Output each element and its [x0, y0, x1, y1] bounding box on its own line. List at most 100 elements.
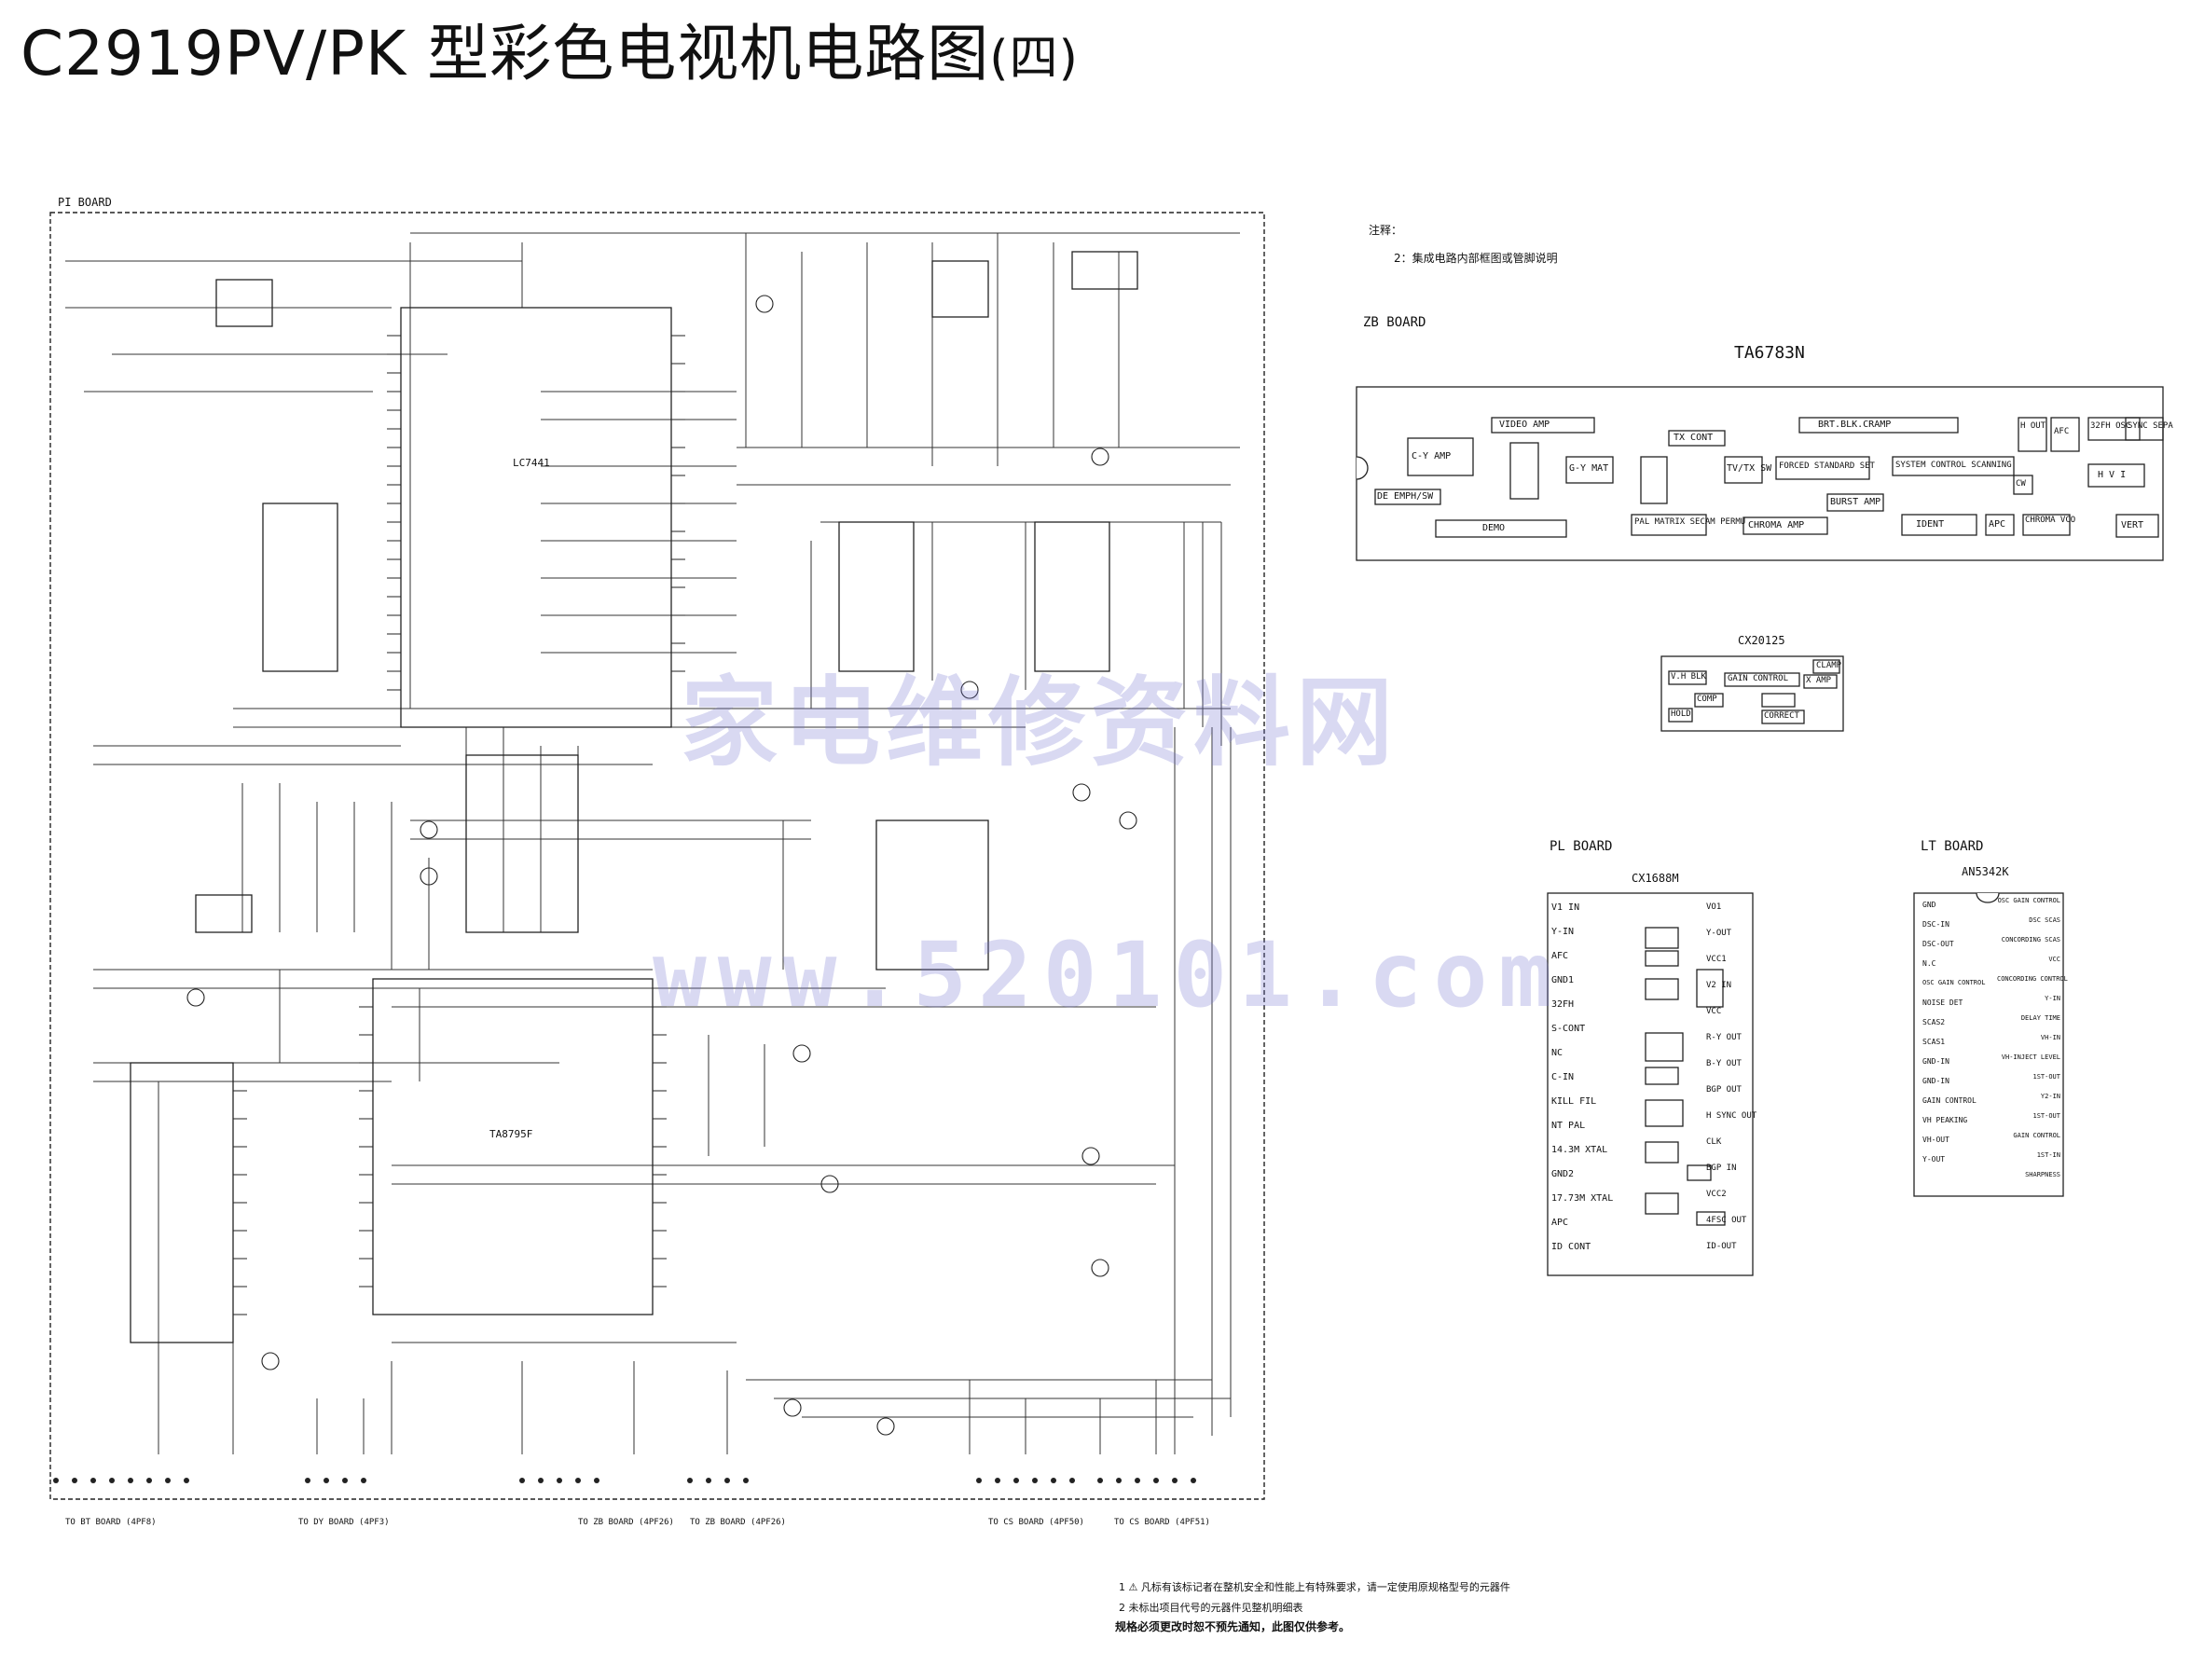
cx1688m-pin-r10: CLK: [1706, 1137, 1722, 1147]
footnote-1: 1 ⚠ 凡标有该标记者在整机安全和性能上有特殊要求，请一定使用原规格型号的元器件: [1119, 1581, 1510, 1593]
pi-board-frame: [49, 212, 1265, 1500]
footnote-2: 2 未标出项目代号的元器件见整机明细表: [1119, 1602, 1303, 1614]
an5342k-diagram: [1913, 892, 2064, 1197]
an5342k-pin-r14: 1ST-IN: [2036, 1151, 2060, 1159]
ta6783n-block-cw: CW: [2016, 479, 2026, 489]
an5342k-pin-r2: DSC SCAS: [2029, 916, 2060, 924]
cx1688m-pin-r9: H SYNC OUT: [1706, 1111, 1757, 1121]
an5342k-left-pins: GND DSC-IN DSC-OUT N.C OSC GAIN CONTROL …: [1922, 901, 1988, 1175]
cx1688m-pin-r7: B-Y OUT: [1706, 1059, 1742, 1068]
cx20125-block-comp-1: COMP: [1697, 695, 1717, 704]
an5342k-pin-l9: GND-IN: [1922, 1057, 1949, 1066]
ta6783n-block-tx-cont: TX CONT: [1674, 433, 1714, 443]
watermark-cn: 家电维修资料网: [681, 666, 1399, 779]
ta6783n-label: TA6783N: [1734, 343, 1805, 363]
cx1688m-pin-l15: ID CONT: [1551, 1242, 1591, 1252]
ta6783n-block-brt-blk: BRT.BLK.CRAMP: [1818, 420, 1892, 430]
connector-label-dy: TO DY BOARD (4PF3): [298, 1518, 390, 1527]
cx1688m-pin-r2: Y-OUT: [1706, 929, 1732, 938]
notes-item-2: 2：集成电路内部框图或管脚说明: [1394, 252, 1558, 265]
cx20125-block-gain: GAIN CONTROL: [1728, 674, 1789, 683]
an5342k-pin-r15: SHARPNESS: [2025, 1171, 2060, 1178]
cx1688m-pin-l5: 32FH: [1551, 999, 1575, 1010]
cx1688m-right-pins: VO1 Y-OUT VCC1 V2 IN VCC R-Y OUT B-Y OUT…: [1706, 902, 1757, 1268]
title-suffix: (四): [989, 31, 1079, 87]
cx1688m-pin-l2: Y-IN: [1551, 927, 1575, 937]
ta6783n-block-chroma-amp: CHROMA AMP: [1748, 520, 1805, 530]
cx1688m-pin-r1: VO1: [1706, 902, 1722, 912]
an5342k-pin-l8: SCAS1: [1922, 1038, 1946, 1046]
ta6783n-block-c-y-amp: C-Y AMP: [1412, 451, 1452, 461]
an5342k-pin-l7: SCAS2: [1922, 1018, 1946, 1026]
connector-label-bt: TO BT BOARD (4PF8): [65, 1518, 157, 1527]
an5342k-pin-l13: VH-OUT: [1922, 1136, 1949, 1144]
an5342k-pin-r6: Y-IN: [2045, 995, 2060, 1002]
ta6783n-block-pal-matrix: PAL MATRIX SECAM PERMU: [1634, 517, 1746, 527]
ta6783n-block-vert: VERT: [2121, 520, 2144, 530]
ta6783n-block-afc: AFC: [2054, 427, 2070, 436]
an5342k-pin-r1: OSC GAIN CONTROL: [1997, 897, 2060, 904]
cx1688m-pin-l13: 17.73M XTAL: [1551, 1193, 1614, 1204]
cx20125-block-x-amp: X AMP: [1806, 676, 1832, 685]
an5342k-pin-l2: DSC-IN: [1922, 920, 1949, 929]
cx20125-block-hold: HOLD: [1671, 709, 1691, 719]
cx1688m-pin-l12: GND2: [1551, 1169, 1575, 1179]
ta6783n-block-forced: FORCED STANDARD SET: [1779, 461, 1875, 471]
ta6783n-block-de-emph: DE EMPH/SW: [1377, 491, 1434, 502]
lc7441-label: LC7441: [513, 457, 550, 469]
pi-board-label: PI BOARD: [58, 196, 112, 209]
an5342k-pin-l5: OSC GAIN CONTROL: [1922, 979, 1986, 986]
cx1688m-pin-r4: V2 IN: [1706, 981, 1732, 990]
cx1688m-label: CX1688M: [1632, 872, 1679, 885]
cx1688m-pin-l7: NC: [1551, 1048, 1563, 1058]
cx20125-block-correct: CORRECT: [1764, 711, 1799, 721]
cx20125-block-clamp: CLAMP: [1816, 661, 1842, 670]
ta6783n-block-ident: IDENT: [1916, 519, 1945, 530]
ta6783n-block-apc: APC: [1989, 519, 2006, 530]
cx1688m-pin-l9: KILL FIL: [1551, 1096, 1597, 1107]
ta6783n-block-h-out: H OUT: [2020, 421, 2046, 431]
an5342k-pin-r4: VCC: [2048, 956, 2060, 963]
cx1688m-pin-l8: C-IN: [1551, 1072, 1575, 1082]
an5342k-pin-l4: N.C: [1922, 959, 1936, 968]
an5342k-pin-l1: GND: [1922, 901, 1936, 909]
an5342k-right-pins: OSC GAIN CONTROL DSC SCAS CONCORDING SCA…: [1997, 897, 2068, 1191]
cx1688m-diagram: [1547, 892, 1754, 1276]
cx1688m-pin-l10: NT PAL: [1551, 1121, 1586, 1131]
ic-pin-stubs: [233, 335, 685, 1315]
an5342k-pin-r3: CONCORDING SCAS: [2001, 936, 2060, 943]
watermark-url: www.520101.com: [653, 923, 1564, 1027]
footnote-3: 规格必须更改时恕不预先通知，此图仅供参考。: [1115, 1620, 1351, 1633]
cx1688m-pin-l14: APC: [1551, 1218, 1569, 1228]
an5342k-pin-l10: GND-IN: [1922, 1077, 1949, 1085]
an5342k-pin-r12: 1ST-OUT: [2032, 1112, 2060, 1120]
an5342k-pin-r13: GAIN CONTROL: [2013, 1132, 2060, 1139]
connector-pins: [53, 1478, 1196, 1483]
cx1688m-pin-r12: VCC2: [1706, 1190, 1727, 1199]
ta6783n-block-hvi: H V I: [2098, 470, 2127, 480]
ta8795f-label: TA8795F: [489, 1128, 533, 1140]
an5342k-pin-l3: DSC-OUT: [1922, 940, 1954, 948]
cx1688m-pin-r8: BGP OUT: [1706, 1085, 1742, 1095]
ta6783n-block-32fh-osc: 32FH OSC: [2090, 421, 2131, 431]
transistor-symbols: [186, 295, 1137, 1436]
cx1688m-pin-r3: VCC1: [1706, 955, 1727, 964]
an5342k-pin-l11: GAIN CONTROL: [1922, 1096, 1977, 1105]
an5342k-pin-l14: Y-OUT: [1922, 1155, 1946, 1164]
cx1688m-pin-l3: AFC: [1551, 951, 1569, 961]
an5342k-pin-r9: VH-INJECT LEVEL: [2001, 1053, 2060, 1061]
ta6783n-block-demo: DEMO: [1482, 523, 1506, 533]
cx1688m-pin-r6: R-Y OUT: [1706, 1033, 1742, 1042]
page-title: C2919PV/PK 型彩色电视机电路图(四): [21, 4, 1079, 93]
an5342k-label: AN5342K: [1962, 865, 2009, 878]
cx1688m-pin-l11: 14.3M XTAL: [1551, 1145, 1608, 1155]
cx20125-block-vh-blk: V.H BLK: [1671, 672, 1706, 682]
ta6783n-block-video-amp: VIDEO AMP: [1499, 420, 1550, 430]
ta6783n-diagram: [1356, 386, 2164, 561]
cx1688m-left-pins: V1 IN Y-IN AFC GND1 32FH S-CONT NC C-IN …: [1551, 902, 1635, 1266]
an5342k-pin-r11: Y2-IN: [2040, 1093, 2060, 1100]
an5342k-pin-r7: DELAY TIME: [2020, 1014, 2060, 1022]
ta6783n-block-burst-amp: BURST AMP: [1830, 497, 1881, 507]
ta6783n-block-system: SYSTEM CONTROL SCANNING: [1895, 461, 2012, 470]
